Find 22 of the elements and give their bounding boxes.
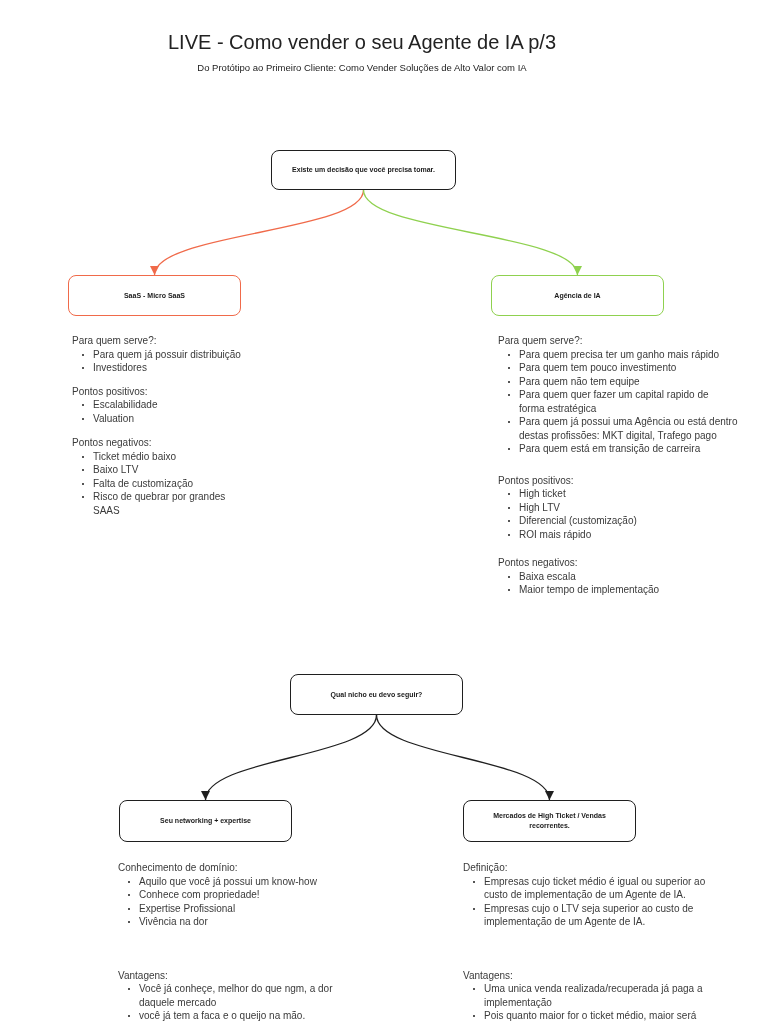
arrow: [375, 714, 551, 801]
list-heading: Para quem serve?:: [72, 334, 157, 348]
process-box: [290, 674, 463, 715]
process-box: [463, 800, 636, 842]
process-box: [491, 275, 664, 316]
arrow: [153, 189, 365, 276]
list-heading: Pontos positivos:: [72, 384, 148, 398]
list-heading: Para quem serve?:: [498, 334, 583, 348]
list-heading: Vantagens:: [463, 968, 513, 982]
list-item: Para quem quer fazer um capital rapido de forma estratégica: [507, 388, 712, 415]
process-box: [68, 275, 241, 316]
subtitle: Do Protótipo ao Primeiro Cliente: Como Vender Soluções de Alto Valor com IA: [197, 61, 527, 74]
title: LIVE - Como vender o seu Agente de IA p/3: [168, 30, 556, 54]
arrow: [362, 189, 579, 276]
list-heading: Pontos positivos:: [498, 473, 574, 487]
list-heading: Pontos negativos:: [72, 436, 152, 450]
process-box: [119, 800, 292, 842]
list-heading: Conhecimento de domínio:: [118, 861, 238, 875]
list-heading: Definição:: [463, 861, 508, 875]
process-box: [271, 150, 456, 190]
list-heading: Pontos negativos:: [498, 556, 578, 570]
list-heading: Vantagens:: [118, 968, 168, 982]
